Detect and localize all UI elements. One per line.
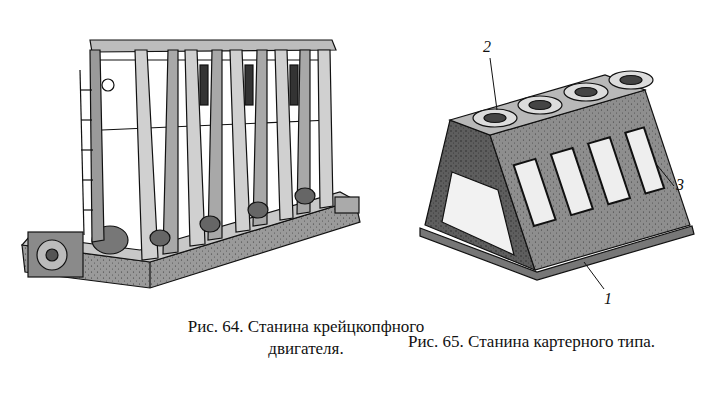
crankcase-frame	[420, 71, 694, 280]
callout-number: 3	[676, 176, 684, 194]
leader-lines	[490, 58, 674, 289]
figure-caption: Рис. 65. Станина картерного типа.	[408, 331, 655, 353]
callout-number: 1	[604, 290, 612, 308]
crosshead-frame	[22, 40, 360, 288]
leader-line	[490, 58, 497, 110]
figure-caption: Рис. 64. Станина крейцкопфного двигателя…	[175, 316, 437, 360]
leader-line	[657, 165, 674, 186]
callout-number: 2	[483, 38, 491, 56]
leader-line	[584, 262, 604, 289]
